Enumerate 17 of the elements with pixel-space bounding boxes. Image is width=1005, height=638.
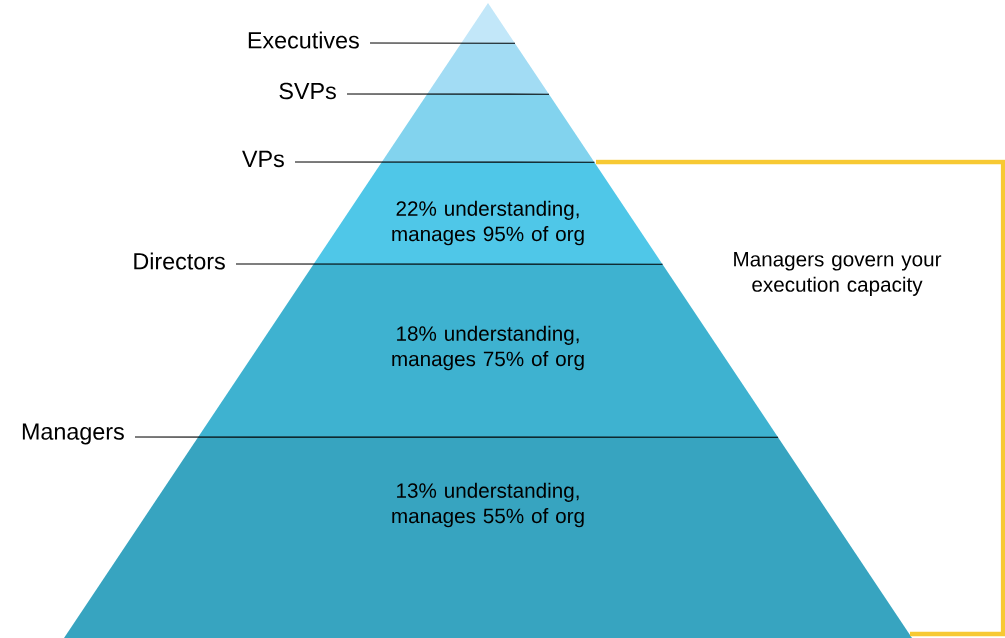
leader-line xyxy=(294,161,596,163)
leader-line xyxy=(346,93,550,95)
pyramid-band xyxy=(381,94,595,162)
side-note: Managers govern your execution capacity xyxy=(734,252,942,296)
band-text: 22% understanding, manages 95% of org xyxy=(392,200,584,246)
level-label: Executives xyxy=(248,31,359,49)
leader-line xyxy=(369,42,516,44)
band-text: 18% understanding, manages 75% of org xyxy=(392,325,584,371)
leader-line xyxy=(235,263,664,265)
pyramid-band xyxy=(313,162,663,264)
band-text: 13% understanding, manages 55% of org xyxy=(392,482,584,528)
level-label: SVPs xyxy=(279,82,336,100)
level-label: Directors xyxy=(134,252,225,270)
pyramid-band xyxy=(427,43,549,94)
level-label: VPs xyxy=(242,150,284,168)
level-label: Managers xyxy=(22,423,124,445)
pyramid-tip xyxy=(461,3,515,43)
